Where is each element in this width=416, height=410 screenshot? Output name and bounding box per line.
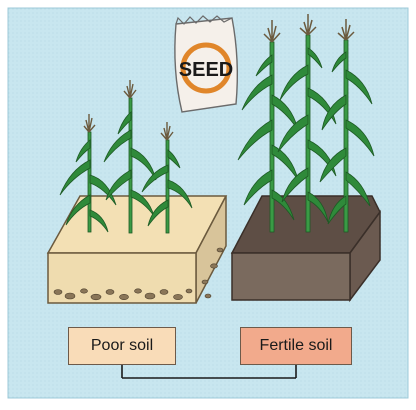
seed-bag-label: SEED: [179, 59, 233, 81]
seed-bag: SEED: [175, 16, 237, 112]
fertile-soil-label: Fertile soil: [240, 327, 352, 365]
poor-soil-label: Poor soil: [68, 327, 176, 365]
